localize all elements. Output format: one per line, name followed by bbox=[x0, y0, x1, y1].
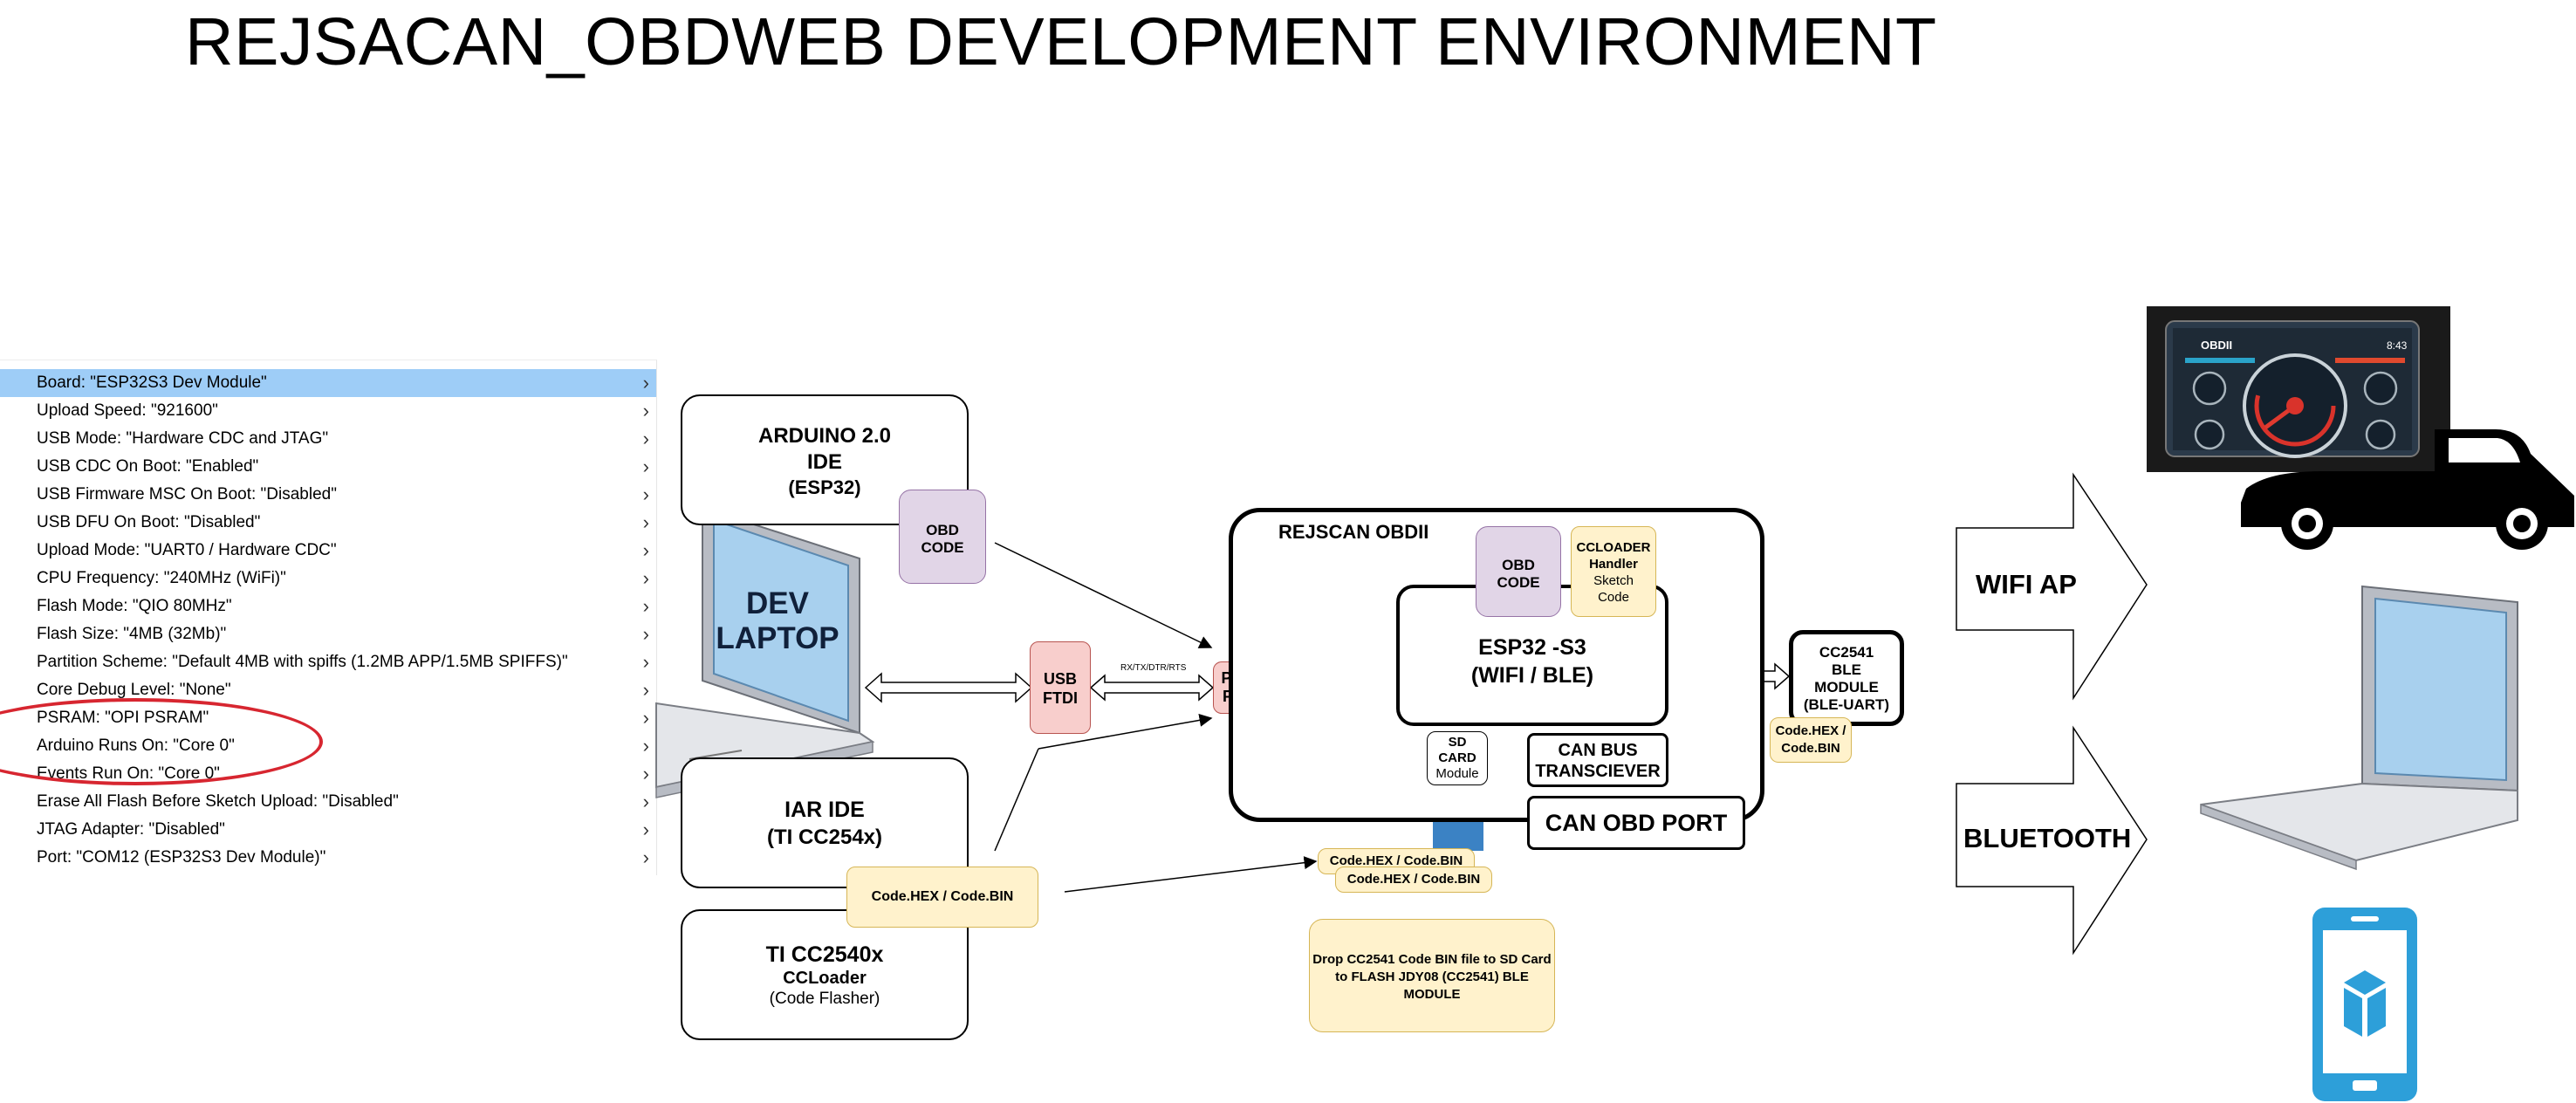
chevron-right-icon: › bbox=[642, 428, 649, 449]
chevron-right-icon: › bbox=[642, 567, 649, 589]
menu-item[interactable]: JTAG Adapter: "Disabled" › bbox=[0, 816, 656, 844]
chevron-right-icon: › bbox=[642, 539, 649, 561]
rx-tx-label: RX/TX/DTR/RTS bbox=[1120, 663, 1187, 673]
chevron-right-icon: › bbox=[642, 791, 649, 812]
menu-item[interactable]: Board: "ESP32S3 Dev Module" › bbox=[0, 369, 656, 397]
chevron-right-icon: › bbox=[642, 735, 649, 757]
chevron-right-icon: › bbox=[642, 679, 649, 701]
menu-item[interactable]: Upload Mode: "UART0 / Hardware CDC" › bbox=[0, 537, 656, 565]
client-laptop-icon bbox=[2200, 585, 2518, 871]
code-hex-left: Code.HEX / Code.BIN bbox=[846, 867, 1038, 928]
menu-item[interactable]: Erase All Flash Before Sketch Upload: "D… bbox=[0, 788, 656, 816]
menu-item[interactable]: Flash Size: "4MB (32Mb)" › bbox=[0, 620, 656, 648]
menu-item-label: Partition Scheme: "Default 4MB with spif… bbox=[37, 653, 568, 671]
code-hex-sd2: Code.HEX / Code.BIN bbox=[1335, 867, 1492, 893]
chevron-right-icon: › bbox=[642, 483, 649, 505]
menu-item[interactable]: Partition Scheme: "Default 4MB with spif… bbox=[0, 648, 656, 676]
arduino-line1: ARDUINO 2.0 bbox=[757, 424, 892, 448]
menu-item[interactable]: Upload Speed: "921600" › bbox=[0, 397, 656, 425]
chevron-right-icon: › bbox=[642, 763, 649, 784]
page-title: REJSACAN_OBDWEB DEVELOPMENT ENVIRONMENT bbox=[185, 4, 1937, 79]
menu-item-label: CPU Frequency: "240MHz (WiFi)" bbox=[37, 569, 286, 587]
bluetooth-label: BLUETOOTH bbox=[1963, 823, 2132, 853]
can-bus-transceiver: CAN BUS TRANSCIEVER bbox=[1527, 733, 1668, 787]
dashboard-photo: OBDII 8:43 bbox=[2147, 306, 2450, 472]
obd-code-to-prog-line bbox=[994, 542, 1213, 648]
chevron-right-icon: › bbox=[642, 651, 649, 673]
obd-code-inner: OBD CODE bbox=[1476, 526, 1561, 617]
cc2541-ble-module: CC2541 BLE MODULE (BLE-UART) bbox=[1789, 630, 1904, 726]
chevron-right-icon: › bbox=[642, 623, 649, 645]
annotation-ellipse bbox=[0, 698, 323, 785]
chevron-right-icon: › bbox=[642, 595, 649, 617]
menu-item[interactable]: USB CDC On Boot: "Enabled" › bbox=[0, 453, 656, 481]
chevron-right-icon: › bbox=[642, 372, 649, 394]
menu-item[interactable]: Port: "COM12 (ESP32S3 Dev Module)" › bbox=[0, 844, 656, 872]
menu-item[interactable]: Flash Mode: "QIO 80MHz" › bbox=[0, 593, 656, 620]
menu-item[interactable]: USB Firmware MSC On Boot: "Disabled" › bbox=[0, 481, 656, 509]
wifi-ap-arrow bbox=[1956, 472, 2148, 701]
menu-item-label: USB Firmware MSC On Boot: "Disabled" bbox=[37, 485, 337, 504]
bluetooth-arrow bbox=[1956, 725, 2148, 956]
ti-line3: (Code Flasher) bbox=[769, 990, 880, 1008]
ti-cc2540x-box: TI CC2540x CCLoader (Code Flasher) bbox=[681, 909, 969, 1040]
menu-item[interactable]: USB Mode: "Hardware CDC and JTAG" › bbox=[0, 425, 656, 453]
menu-item-label: Upload Speed: "921600" bbox=[37, 401, 218, 420]
chevron-right-icon: › bbox=[642, 819, 649, 840]
menu-item[interactable]: USB DFU On Boot: "Disabled" › bbox=[0, 509, 656, 537]
rejscan-title: REJSCAN OBDII bbox=[1278, 521, 1429, 543]
code-hex-ble: Code.HEX / Code.BIN bbox=[1770, 717, 1852, 763]
wifi-ap-label: WIFI AP bbox=[1976, 569, 2077, 599]
chevron-right-icon: › bbox=[642, 846, 649, 868]
dev-laptop-label: DEV LAPTOP bbox=[716, 586, 839, 655]
menu-item-label: JTAG Adapter: "Disabled" bbox=[37, 820, 225, 839]
dash-time: 8:43 bbox=[2387, 339, 2408, 352]
menu-item-label: Core Debug Level: "None" bbox=[37, 681, 231, 699]
dash-brand: OBDII bbox=[2201, 339, 2232, 352]
iar-to-prog-line bbox=[1038, 713, 1213, 750]
chevron-right-icon: › bbox=[642, 400, 649, 421]
menu-item-label: Port: "COM12 (ESP32S3 Dev Module)" bbox=[37, 848, 326, 867]
arduino-ide-box: ARDUINO 2.0 IDE (ESP32) bbox=[681, 394, 969, 525]
truck-icon bbox=[2241, 429, 2574, 550]
iar-line2: (TI CC254x) bbox=[766, 826, 883, 849]
obd-code-left: OBD CODE bbox=[899, 490, 986, 584]
ti-line1: TI CC2540x bbox=[765, 942, 884, 967]
menu-item-label: Board: "ESP32S3 Dev Module" bbox=[37, 373, 267, 392]
menu-item-label: USB DFU On Boot: "Disabled" bbox=[37, 513, 261, 531]
ccloader-handler: CCLOADER Handler Sketch Code bbox=[1571, 526, 1656, 617]
iar-line1: IAR IDE bbox=[784, 798, 865, 822]
chevron-right-icon: › bbox=[642, 456, 649, 477]
usb-ftdi: USB FTDI bbox=[1030, 641, 1091, 734]
menu-item[interactable]: Core Debug Level: "None" › bbox=[0, 676, 656, 704]
menu-item-label: Erase All Flash Before Sketch Upload: "D… bbox=[37, 792, 399, 811]
can-obd-port: CAN OBD PORT bbox=[1527, 796, 1745, 850]
menu-item-label: Upload Mode: "UART0 / Hardware CDC" bbox=[37, 541, 337, 559]
laptop-ftdi-arrow bbox=[864, 672, 1033, 703]
ftdi-prog-arrow bbox=[1089, 674, 1215, 702]
phone-icon bbox=[2312, 908, 2417, 1101]
arduino-line3: (ESP32) bbox=[788, 476, 861, 498]
menu-item-label: USB Mode: "Hardware CDC and JTAG" bbox=[37, 429, 329, 448]
sd-card-module: SD CARD Module bbox=[1427, 731, 1488, 785]
chevron-right-icon: › bbox=[642, 511, 649, 533]
menu-item-label: Flash Size: "4MB (32Mb)" bbox=[37, 625, 227, 643]
menu-item-label: USB CDC On Boot: "Enabled" bbox=[37, 457, 259, 476]
arduino-line2: IDE bbox=[806, 450, 842, 474]
menu-item-label: Flash Mode: "QIO 80MHz" bbox=[37, 597, 232, 615]
chevron-right-icon: › bbox=[642, 707, 649, 729]
hex-to-sd-line bbox=[1064, 856, 1318, 893]
drop-note: Drop CC2541 Code BIN file to SD Card to … bbox=[1309, 919, 1555, 1032]
menu-item[interactable]: CPU Frequency: "240MHz (WiFi)" › bbox=[0, 565, 656, 593]
ti-line2: CCLoader bbox=[783, 969, 867, 988]
